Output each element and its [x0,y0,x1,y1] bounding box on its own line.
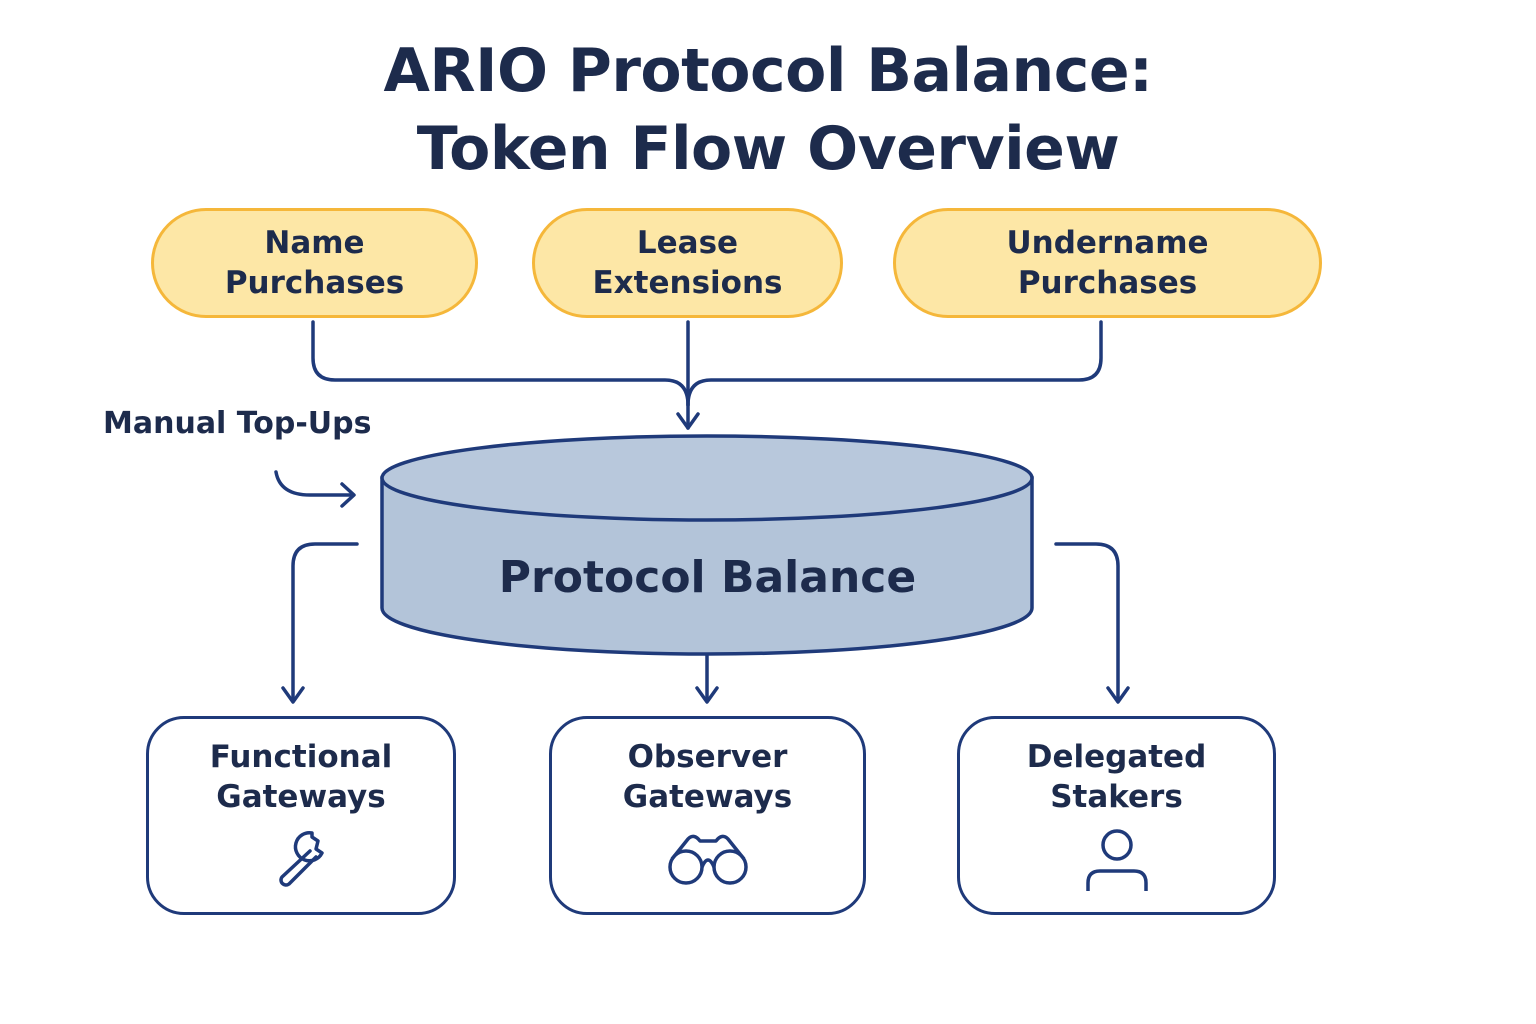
outflow-delegated-stakers: Delegated Stakers [957,716,1276,915]
inflow-label: Undername Purchases [1006,225,1209,301]
title-line-2: Token Flow Overview [416,114,1120,184]
inflow-label: Name Purchases [224,225,405,301]
person-icon [1085,829,1148,891]
connector-undername-purchases [686,320,1103,407]
inflow-name-purchases: Name Purchases [151,208,478,318]
outflow-label: Functional Gateways [209,739,393,815]
connector-manual-topups [274,470,354,497]
manual-topups-label: Manual Top-Ups [103,406,372,441]
outflow-label: Observer Gateways [622,739,793,815]
outflow-label: Delegated Stakers [1026,739,1207,815]
wrench-icon [279,831,324,887]
outflow-functional-gateways: Functional Gateways [146,716,456,915]
arrowhead-into-balance [676,412,700,430]
protocol-balance-label: Protocol Balance [498,552,917,603]
inflow-label: Lease Extensions [592,225,783,301]
inflow-undername-purchases: Undername Purchases [893,208,1322,318]
binoculars-icon [667,834,748,885]
title-line-1: ARIO Protocol Balance: [383,36,1153,106]
outflow-observer-gateways: Observer Gateways [549,716,866,915]
connector-delegated-stakers [1054,542,1120,702]
connector-name-purchases [311,320,690,407]
inflow-lease-extensions: Lease Extensions [532,208,843,318]
protocol-balance-cylinder [380,434,1034,656]
connector-functional-gateways [291,542,359,702]
